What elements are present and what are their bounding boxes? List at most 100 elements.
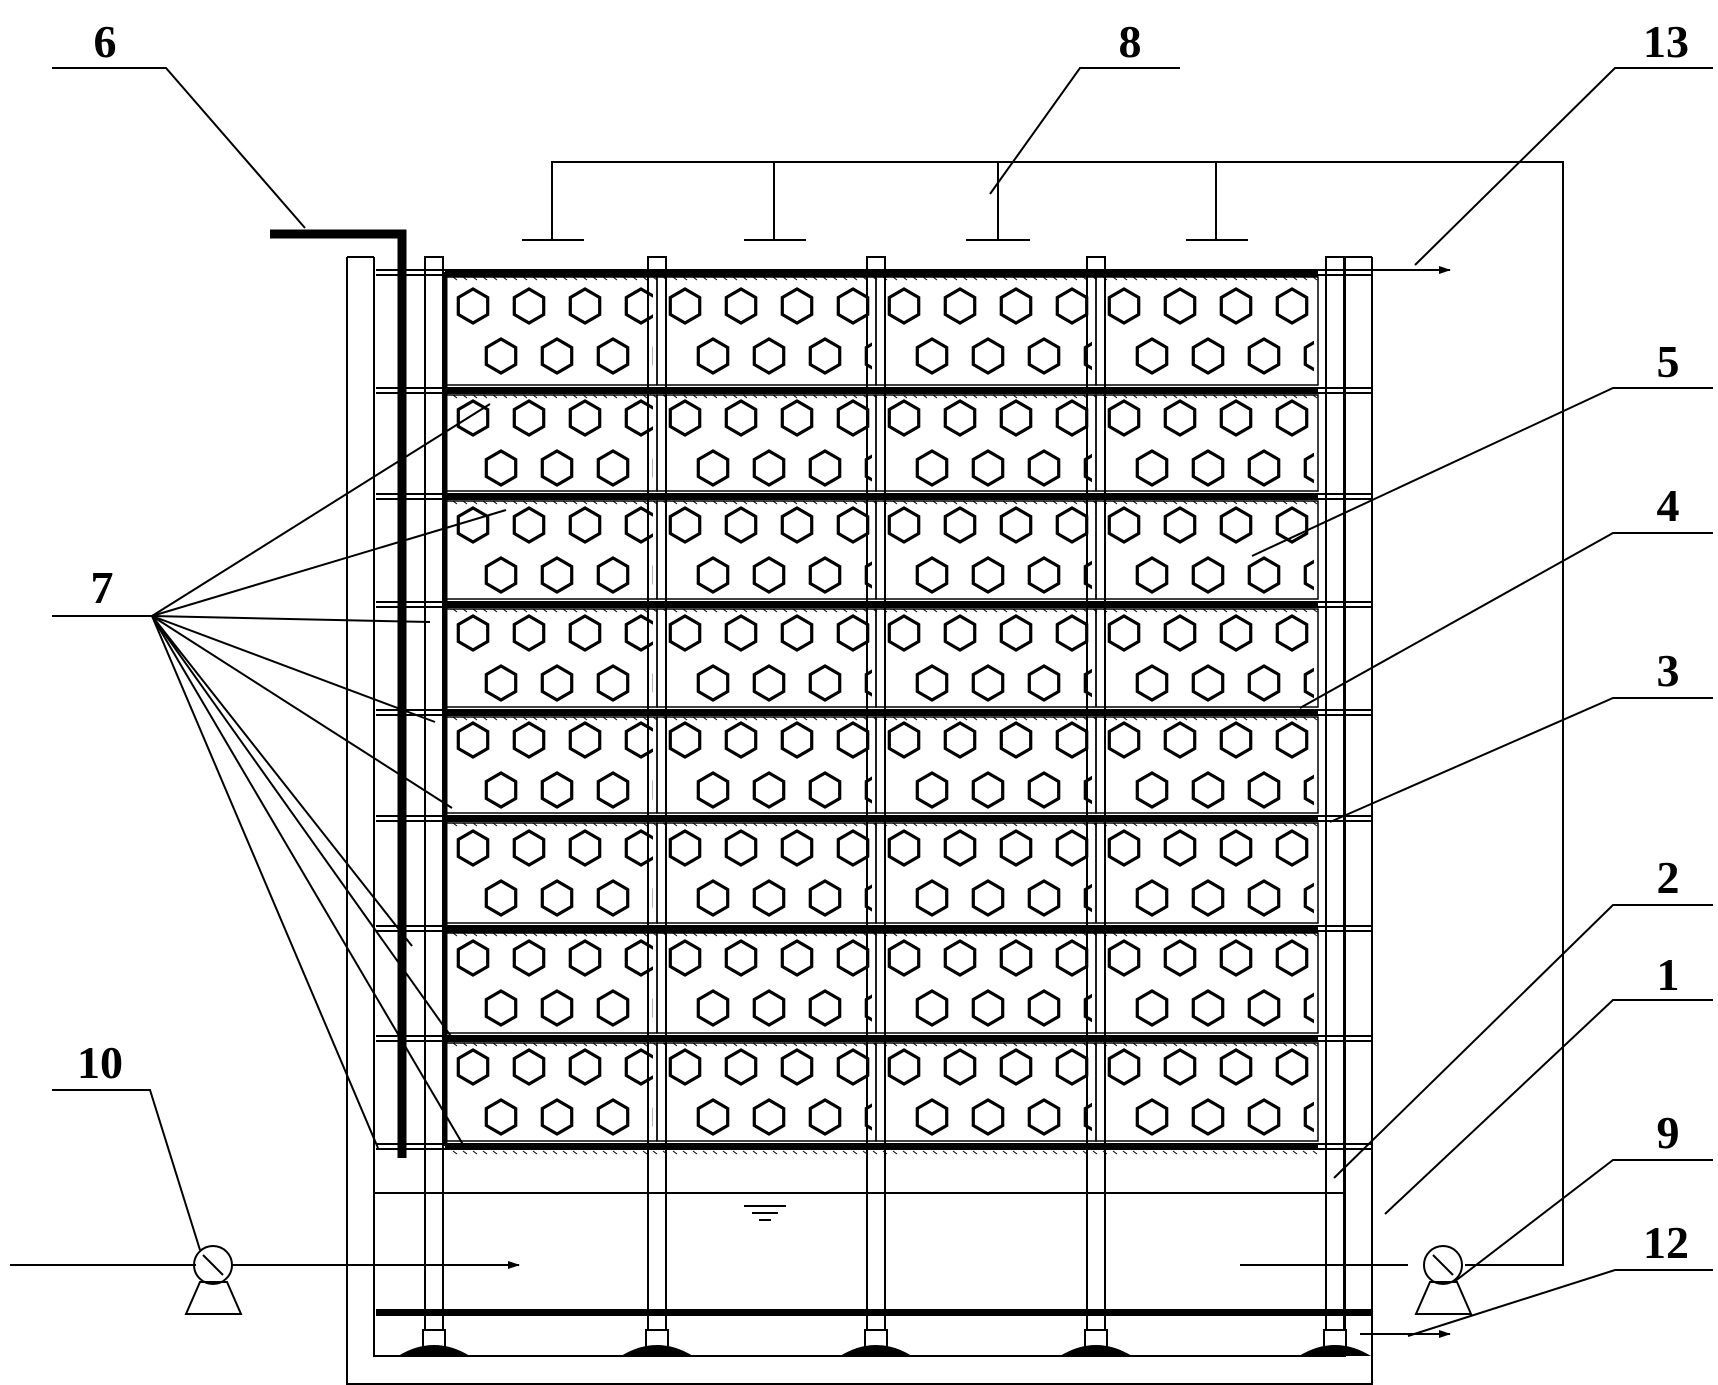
leader-7 xyxy=(151,509,507,617)
hexagon xyxy=(1055,399,1089,437)
cell-border xyxy=(1095,608,1319,708)
hexagon xyxy=(1027,664,1061,702)
hexagon xyxy=(696,449,730,487)
hexagon xyxy=(456,287,490,325)
hexagon xyxy=(1191,337,1225,375)
hexagon xyxy=(780,721,814,759)
hexagon xyxy=(1303,1101,1314,1133)
hexagon xyxy=(484,1098,518,1136)
hexagon xyxy=(1135,664,1169,702)
hexagon xyxy=(752,664,786,702)
hexagon xyxy=(943,939,977,977)
media-tier xyxy=(444,1042,1319,1142)
hexagon xyxy=(724,829,758,867)
hexagon xyxy=(780,614,814,652)
media-cell xyxy=(656,394,877,492)
hexagon xyxy=(1275,506,1309,544)
hexagon xyxy=(568,506,602,544)
callout-1: 1 xyxy=(1657,949,1680,1000)
hexagon xyxy=(1275,399,1309,437)
hexagon xyxy=(596,556,630,594)
hexagon xyxy=(1083,1102,1092,1132)
hexagon xyxy=(1107,287,1141,325)
hexagon xyxy=(971,879,1005,917)
callout-9: 9 xyxy=(1657,1107,1680,1158)
hexagon xyxy=(512,1048,546,1086)
hexagon xyxy=(1219,939,1253,977)
hexagon xyxy=(808,337,842,375)
hexagon xyxy=(456,1048,490,1086)
hexagon xyxy=(1247,337,1281,375)
hexagon xyxy=(971,1098,1005,1136)
hexagon xyxy=(652,998,653,1018)
hexagon xyxy=(752,771,786,809)
hexagon xyxy=(1191,771,1225,809)
hexagon xyxy=(780,399,814,437)
hexagon xyxy=(836,939,870,977)
media-tier xyxy=(444,608,1319,708)
hexagon xyxy=(1027,879,1061,917)
media-cell xyxy=(1095,716,1319,814)
media-cell xyxy=(875,932,1097,1034)
hexagon xyxy=(456,399,490,437)
hexagon xyxy=(999,829,1033,867)
hexagon xyxy=(808,1098,842,1136)
hexagon xyxy=(836,721,870,759)
hexagon xyxy=(943,829,977,867)
leader-fan-7 xyxy=(151,403,507,1149)
hexagon xyxy=(864,454,872,482)
hexagon xyxy=(540,879,574,917)
hexagon xyxy=(1107,506,1141,544)
hexagon xyxy=(456,829,490,867)
shelf-bar xyxy=(376,387,1372,399)
callouts: 1 2 3 4 5 6 7 8 9 10 12 13 xyxy=(77,16,1689,1268)
hexagon xyxy=(668,939,702,977)
hexagon xyxy=(652,458,653,478)
hexagon xyxy=(668,829,702,867)
hexagon xyxy=(1303,452,1314,484)
hexagon xyxy=(624,939,653,977)
hexagon xyxy=(596,879,630,917)
hexagon xyxy=(1247,989,1281,1027)
hexagon xyxy=(1055,939,1089,977)
hexagon xyxy=(1083,668,1092,698)
hexagon xyxy=(540,771,574,809)
hexagon xyxy=(696,771,730,809)
hexagon xyxy=(752,449,786,487)
water-level xyxy=(374,1192,1345,1221)
hexagon xyxy=(668,287,702,325)
hexagon xyxy=(971,556,1005,594)
media-cell xyxy=(656,276,877,386)
hexagon xyxy=(971,337,1005,375)
hexagon xyxy=(808,989,842,1027)
hexagon xyxy=(1135,556,1169,594)
hexagon xyxy=(724,399,758,437)
hexagon xyxy=(668,1048,702,1086)
media-cell xyxy=(1095,932,1319,1034)
hexagon xyxy=(696,1098,730,1136)
hexagon xyxy=(1163,829,1197,867)
hexagon xyxy=(456,614,490,652)
media-tier xyxy=(444,822,1319,924)
cell-border xyxy=(1095,716,1319,814)
hexagon xyxy=(780,287,814,325)
cell-border xyxy=(656,394,877,492)
media-tier xyxy=(444,716,1319,814)
hexagon xyxy=(1275,614,1309,652)
hexagon xyxy=(596,449,630,487)
hexagon xyxy=(724,721,758,759)
hexagon xyxy=(696,879,730,917)
hexagon xyxy=(668,506,702,544)
hexagon xyxy=(836,1048,870,1086)
hexagon xyxy=(1219,506,1253,544)
hexagon xyxy=(943,1048,977,1086)
hexagon xyxy=(568,829,602,867)
hexagon xyxy=(836,506,870,544)
hexagon xyxy=(1191,1098,1225,1136)
shelf-bar xyxy=(376,1035,1372,1047)
cell-border xyxy=(1095,1042,1319,1142)
hexagon xyxy=(1135,449,1169,487)
hexagon xyxy=(724,1048,758,1086)
media-cell xyxy=(1095,276,1319,386)
hexagon xyxy=(512,399,546,437)
